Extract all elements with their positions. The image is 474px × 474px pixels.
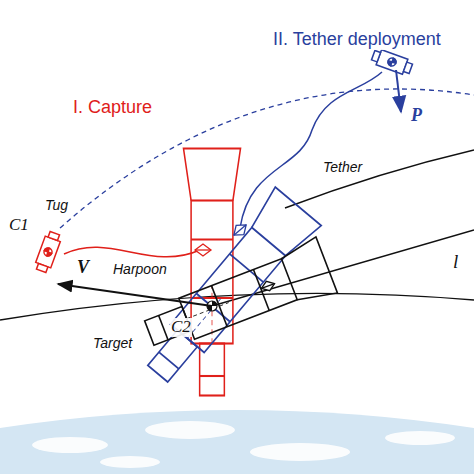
clouds — [32, 421, 455, 468]
red-tether — [64, 247, 200, 257]
orbit-arc — [285, 150, 474, 208]
blue-tether — [240, 72, 382, 228]
target-capture — [184, 149, 241, 396]
force-label: P — [410, 106, 423, 126]
velocity-label: V — [76, 258, 90, 278]
harpoon-blue — [230, 220, 250, 239]
harpoon-red — [195, 244, 211, 256]
tug-trajectory — [60, 89, 474, 228]
part-label: Target — [92, 336, 133, 351]
phase-title: I. Capture — [72, 98, 153, 118]
tug-red — [34, 230, 63, 273]
tug-blue — [370, 48, 413, 77]
point-label: C1 — [8, 216, 30, 235]
orbit-line — [0, 293, 474, 320]
force-arrow — [396, 70, 401, 112]
line-label: l — [452, 252, 459, 273]
phase-title: II. Tether deployment — [272, 30, 442, 50]
harpoon-black — [260, 279, 277, 293]
point-label: C2 — [170, 318, 192, 337]
velocity-arrow — [58, 284, 212, 306]
part-label: Harpoon — [112, 262, 168, 277]
line-l — [212, 230, 474, 306]
earth — [0, 410, 474, 474]
part-label: Tether — [322, 160, 363, 175]
part-label: Tug — [44, 198, 69, 213]
